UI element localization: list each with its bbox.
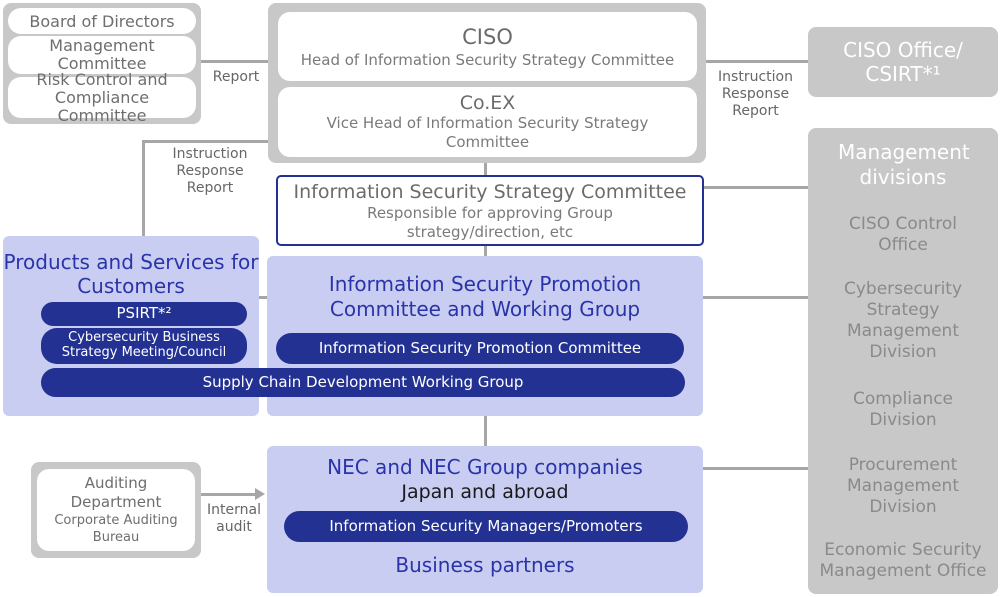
management-committee-box: Management Committee [8,36,196,74]
executive-panel: CISO Head of Information Security Strate… [268,3,706,163]
csirt-label: CSIRT*¹ [865,62,941,86]
connector-left-horizontal [142,140,270,143]
business-partners-label: Business partners [395,553,575,577]
risk-committee-label: Risk Control and Compliance Committee [36,69,168,125]
risk-committee-box: Risk Control and Compliance Committee [8,70,196,124]
division-item: Economic Security Management Office [819,540,987,581]
arrow-head-icon [255,488,265,500]
right-instruction-label: Instruction [718,69,793,85]
auditing-panel: Auditing Department Corporate Auditing B… [31,462,201,558]
left-instruction-label: Instruction [172,146,248,162]
connector-report-line [200,60,270,63]
connector-ciso-office-line [705,60,810,63]
connector-left-vertical [142,140,145,238]
left-report-label: Report [186,180,234,196]
division-item: Procurement Management Division [847,455,959,517]
products-services-title: Products and Services for Customers [3,250,259,298]
ciso-box: CISO Head of Information Security Strate… [278,12,697,81]
security-managers-pill: Information Security Managers/Promoters [284,511,688,542]
nec-group-title: NEC and NEC Group companies [327,455,643,479]
connector-products-to-promotion [258,296,268,299]
management-divisions-panel: Management divisions CISO Control Office… [808,128,998,594]
right-instruction-note: Instruction Response Report [708,69,803,120]
management-divisions-title: Management divisions [838,140,970,189]
ciso-office-box: CISO Office/ CSIRT*¹ [808,27,998,97]
ciso-office-label: CISO Office/ [843,38,963,62]
auditing-box: Auditing Department Corporate Auditing B… [37,469,195,551]
coex-title: Co.EX [459,92,516,114]
strategy-committee-subtitle: Responsible for approving Group strategy… [367,203,613,241]
coex-subtitle: Vice Head of Information Security Strate… [326,114,649,151]
division-item: CISO Control Office [849,214,957,255]
cyber-meeting-pill: Cybersecurity Business Strategy Meeting/… [41,328,247,364]
psirt-pill: PSIRT*² [41,302,247,326]
internal-audit-label: Internal audit [207,502,261,535]
connector-center-top [484,162,487,178]
board-of-directors-box: Board of Directors [8,8,196,34]
left-instruction-note: Instruction Response Report [160,146,260,197]
ciso-subtitle: Head of Information Security Strategy Co… [300,50,675,69]
promotion-committee-title: Information Security Promotion Committee… [328,272,642,321]
auditing-department-label: Auditing Department [70,474,162,511]
board-of-directors-label: Board of Directors [29,11,175,31]
products-services-panel: Products and Services for Customers PSIR… [3,236,259,416]
connector-center-bottom [484,415,487,447]
management-committee-label: Management Committee [49,36,155,73]
ciso-title: CISO [462,24,513,49]
supply-chain-pill: Supply Chain Development Working Group [41,368,685,397]
strategy-committee-box: Information Security Strategy Committee … [276,175,704,246]
internal-audit-arrow-line [201,493,257,496]
division-item: Cybersecurity Strategy Management Divisi… [843,279,963,362]
promotion-committee-pill: Information Security Promotion Committee [276,333,684,364]
nec-group-panel: NEC and NEC Group companies Japan and ab… [267,446,703,593]
right-report-label: Report [732,103,779,119]
connector-nec-to-divisions [703,467,810,470]
left-response-label: Response [176,163,244,179]
governance-bodies-panel: Board of Directors Management Committee … [3,3,201,124]
connector-strategy-to-divisions [703,186,810,189]
connector-promotion-to-divisions [703,296,810,299]
corporate-auditing-label: Corporate Auditing Bureau [54,513,178,545]
coex-box: Co.EX Vice Head of Information Security … [278,87,697,157]
division-item: Compliance Division [852,389,954,430]
right-response-label: Response [721,86,790,102]
connector-center-mid [484,245,487,257]
report-label: Report [212,69,260,85]
strategy-committee-title: Information Security Strategy Committee [293,180,687,203]
nec-group-subtitle: Japan and abroad [401,481,569,503]
